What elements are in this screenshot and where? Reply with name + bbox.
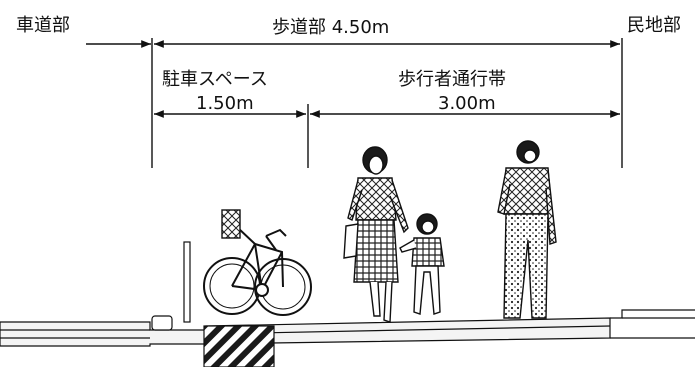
man-pedestrian-icon [497,140,557,319]
road-surface [0,309,695,367]
dimension-lines [86,38,623,168]
bicycle-icon [203,209,312,316]
private-land-label: 民地部 [627,15,681,36]
parking-space-label: 駐車スペース [162,69,268,90]
walkway-width-label: 3.00m [438,93,496,114]
parking-width-label: 1.50m [196,93,254,114]
bollard-icon [183,241,191,323]
woman-pedestrian-icon [343,146,409,323]
roadway-label: 車道部 [16,15,70,36]
child-pedestrian-icon [399,213,445,315]
walkway-label: 歩行者通行帯 [398,69,506,90]
sidewalk-total-label: 歩道部 4.50m [272,17,390,38]
